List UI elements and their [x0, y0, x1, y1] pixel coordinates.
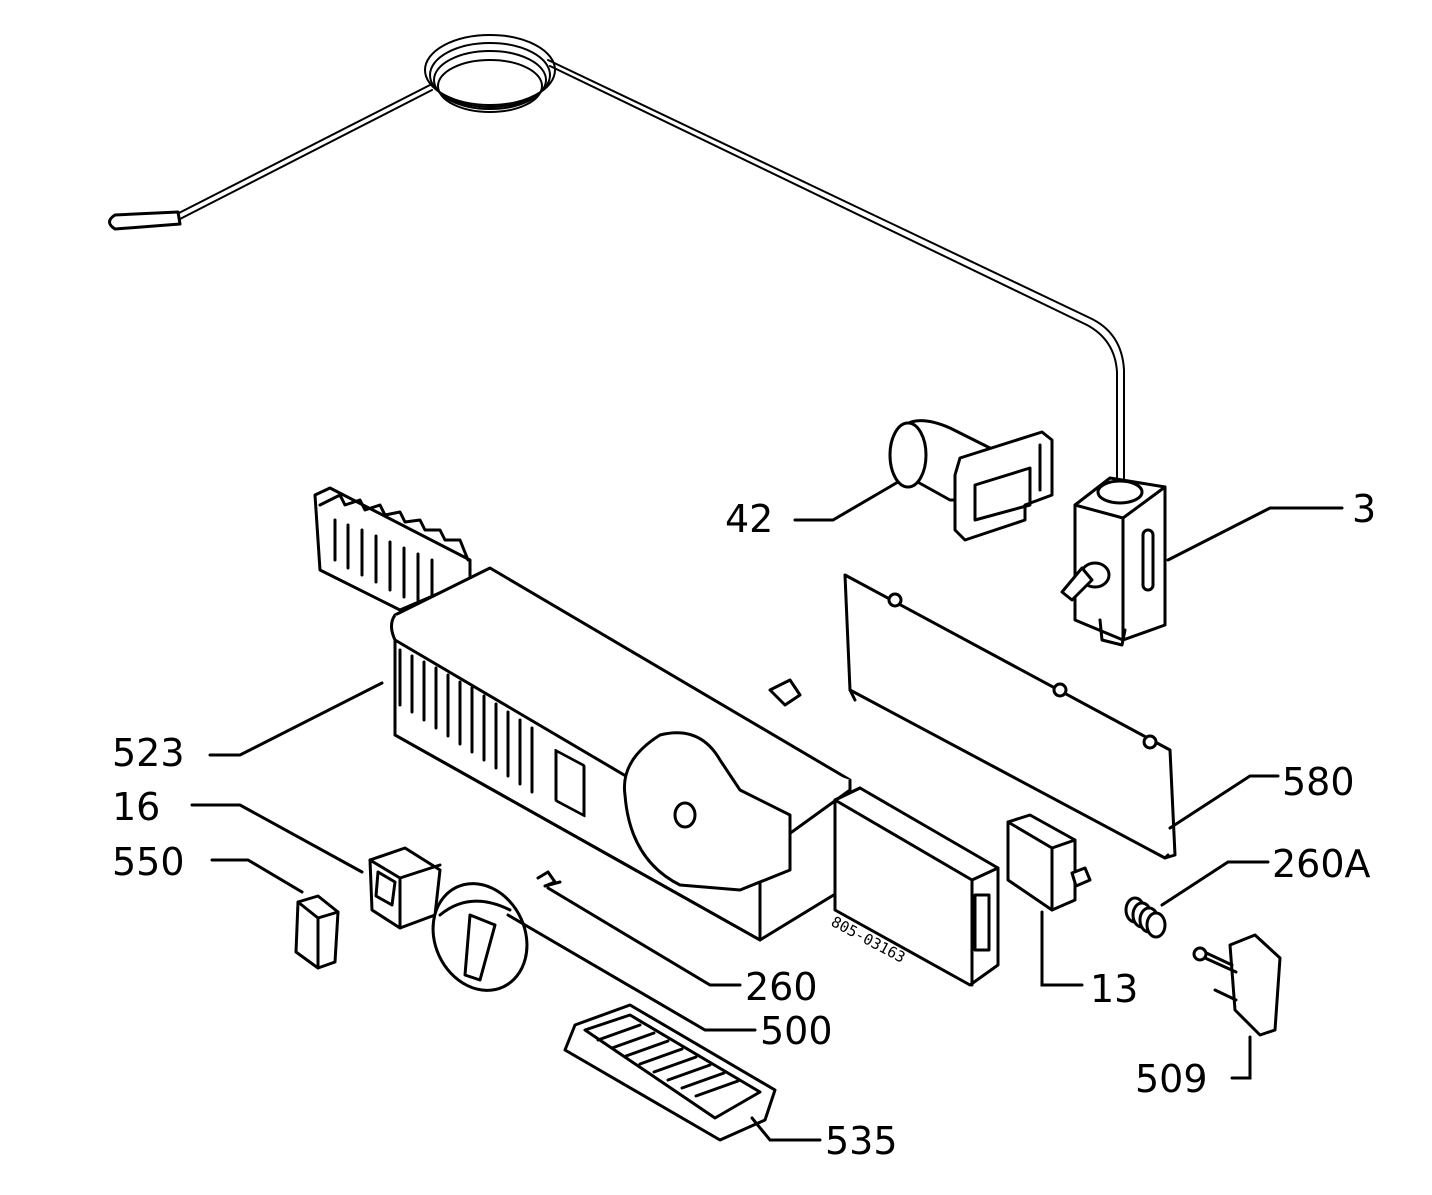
control-housing-part-523: [313, 486, 852, 942]
label-13: 13: [1090, 967, 1138, 1011]
rocker-switch-part-16: [368, 846, 442, 930]
label-42: 42: [725, 497, 773, 541]
label-550: 550: [112, 840, 185, 884]
label-500: 500: [760, 1009, 833, 1053]
clip-part-260: [536, 870, 562, 888]
label-509: 509: [1135, 1057, 1208, 1101]
thermostat-part-3: [1060, 476, 1167, 647]
circuit-board-part-580: [843, 573, 1177, 860]
label-16: 16: [112, 785, 160, 829]
capillary-tube-assembly: [108, 34, 1125, 481]
leader-lines: [190, 480, 1344, 1142]
connector-part-509: [1192, 933, 1282, 1037]
label-260: 260: [745, 965, 818, 1009]
label-3: 3: [1352, 487, 1376, 531]
label-580: 580: [1282, 760, 1355, 804]
label-260A: 260A: [1272, 842, 1371, 886]
label-535: 535: [825, 1119, 898, 1163]
knob-part-500: [431, 882, 529, 992]
label-523: 523: [112, 731, 185, 775]
button-cap-part-550: [294, 894, 340, 970]
spring-part-260A: [1124, 896, 1167, 939]
switch-part-13: [1006, 813, 1092, 912]
grille-part-535: [563, 1003, 777, 1142]
electronic-module: 805-03163: [828, 786, 1000, 987]
lamp-holder-part-42: [888, 419, 1054, 542]
